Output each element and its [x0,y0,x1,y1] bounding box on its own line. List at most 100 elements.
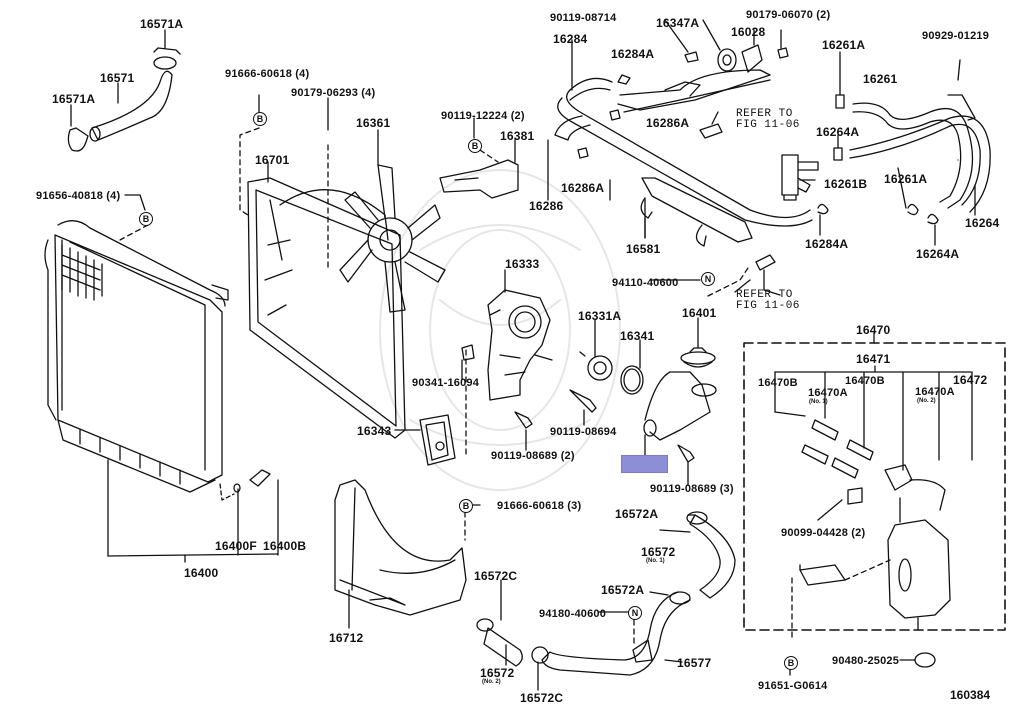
upper-radiator-hose-16571 [67,29,181,152]
lower-shroud-16712 [334,479,467,629]
gasket-plate-16343 [394,414,456,466]
callout-16572C[interactable]: 16572C [474,569,518,583]
callout-90480-25025[interactable]: 90480-25025 [832,655,900,667]
callout-16343[interactable]: 16343 [357,424,392,438]
callout-91666-60618[interactable]: 91666-60618 (4) [225,68,310,80]
callout-16361[interactable]: 16361 [356,116,391,130]
water-outlet [643,371,717,456]
flange-16028 [664,19,789,73]
callout-16286A[interactable]: 16286A [646,116,690,130]
callout-16472[interactable]: 16472 [953,373,988,387]
callout-16261A[interactable]: 16261A [884,172,928,186]
callout-16286A[interactable]: 16286A [561,181,605,195]
callout-16264A[interactable]: 16264A [816,125,860,139]
callout-90119-08689-2[interactable]: 90119-08689 (2) [491,450,575,462]
callout-91656-40818[interactable]: 91656-40818 (4) [36,190,121,202]
callout-16470B[interactable]: 16470B [758,377,798,389]
callout-16341[interactable]: 16341 [620,329,655,343]
callout-16572-no1-sub: (No. 1) [646,558,665,564]
callout-16470A-no2-sub: (No. 2) [917,398,936,404]
callout-16284A[interactable]: 16284A [611,47,655,61]
refer-note-line2: FIG 11-06 [736,119,800,131]
callout-16261B[interactable]: 16261B [824,177,868,191]
lower-radiator-hoses [476,511,736,691]
bolt-marker-b: B [139,212,153,226]
bolts [461,111,776,486]
refer-note-line1: REFER TO [736,289,793,301]
callout-16572-no2-sub: (No. 2) [482,679,501,685]
callout-16712[interactable]: 16712 [329,631,364,645]
callout-16261[interactable]: 16261 [863,72,898,86]
refer-note-bottom[interactable]: REFER TO FIG 11-06 [736,290,800,312]
bolt-marker-b: B [784,656,798,670]
callout-16284[interactable]: 16284 [553,32,588,46]
callout-16286[interactable]: 16286 [529,199,564,213]
callout-16470A-no1[interactable]: 16470A [808,387,848,399]
callout-16571A[interactable]: 16571A [52,92,96,106]
callout-90099-04428[interactable]: 90099-04428 (2) [781,527,866,539]
callout-16701[interactable]: 16701 [255,153,290,167]
callout-16572-no1[interactable]: 16572 [641,545,676,559]
callout-16333[interactable]: 16333 [505,257,540,271]
pipe-support-16581 [640,177,753,247]
callout-16401[interactable]: 16401 [682,306,717,320]
water-inlet-housing-16333 [487,269,553,401]
callout-16331A[interactable]: 16331A [578,309,622,323]
callout-94180-40600[interactable]: 94180-40600 [539,608,607,620]
callout-90119-08694[interactable]: 90119-08694 [550,426,617,438]
callout-90179-06293[interactable]: 90179-06293 (4) [291,87,376,99]
callout-16381[interactable]: 16381 [500,129,535,143]
callout-16572-no2[interactable]: 16572 [480,666,515,680]
callout-16470[interactable]: 16470 [856,323,891,337]
callout-16571[interactable]: 16571 [100,71,135,85]
callout-90119-08714[interactable]: 90119-08714 [550,12,617,24]
reservoir-group-16470 [743,332,1006,676]
callout-90119-12224[interactable]: 90119-12224 (2) [441,110,525,122]
bolt-marker-b: B [468,139,482,153]
gasket-16341 [620,339,644,395]
heater-hoses-16261-16264 [817,51,991,246]
callout-90929-01219[interactable]: 90929-01219 [922,30,990,42]
nut-marker-n: N [628,606,642,620]
callout-90119-08689-3[interactable]: 90119-08689 (3) [650,483,734,495]
callout-16400B[interactable]: 16400B [263,539,307,553]
callout-16400F[interactable]: 16400F [215,539,257,553]
callout-94110-40600[interactable]: 94110-40600 [612,277,679,289]
callout-16577[interactable]: 16577 [677,656,712,670]
callout-16470A-no1-sub: (No. 1) [809,399,828,405]
callout-16347A[interactable]: 16347A [656,16,700,30]
callout-91666-60618-3[interactable]: 91666-60618 (3) [497,500,582,512]
callout-16470A-no2[interactable]: 16470A [915,386,955,398]
figure-number: 160384 [950,688,991,702]
highlighted-part-callout[interactable] [621,455,668,473]
callout-16572A[interactable]: 16572A [615,507,659,521]
callout-16471[interactable]: 16471 [856,352,891,366]
callout-16264[interactable]: 16264 [965,216,1000,230]
thermostat-16331A [579,319,613,381]
callout-16572C[interactable]: 16572C [520,691,564,705]
callout-16572A[interactable]: 16572A [601,583,645,597]
radiator-16400 [44,220,279,563]
callout-16581[interactable]: 16581 [626,242,661,256]
callout-16400[interactable]: 16400 [184,566,219,580]
callout-16284A[interactable]: 16284A [805,237,849,251]
bolt-marker-b: B [459,499,473,513]
callout-90179-06070[interactable]: 90179-06070 (2) [746,9,831,21]
callout-16261A[interactable]: 16261A [822,38,866,52]
callout-90341-16094[interactable]: 90341-16094 [412,377,480,389]
callout-16028[interactable]: 16028 [731,25,766,39]
callout-16264A[interactable]: 16264A [916,247,960,261]
valve-16261B [781,154,819,201]
fan-16361 [339,129,446,313]
radiator-cap-16401 [680,317,716,368]
callout-16571A[interactable]: 16571A [140,17,184,31]
bracket-16381 [439,139,519,199]
callout-91651-G0614[interactable]: 91651-G0614 [758,680,828,692]
refer-note-top[interactable]: REFER TO FIG 11-06 [736,109,800,131]
leader-dashed-lines [119,127,749,646]
refer-note-line2: FIG 11-06 [736,300,800,312]
callout-16470B[interactable]: 16470B [845,375,885,387]
refer-note-line1: REFER TO [736,108,793,120]
